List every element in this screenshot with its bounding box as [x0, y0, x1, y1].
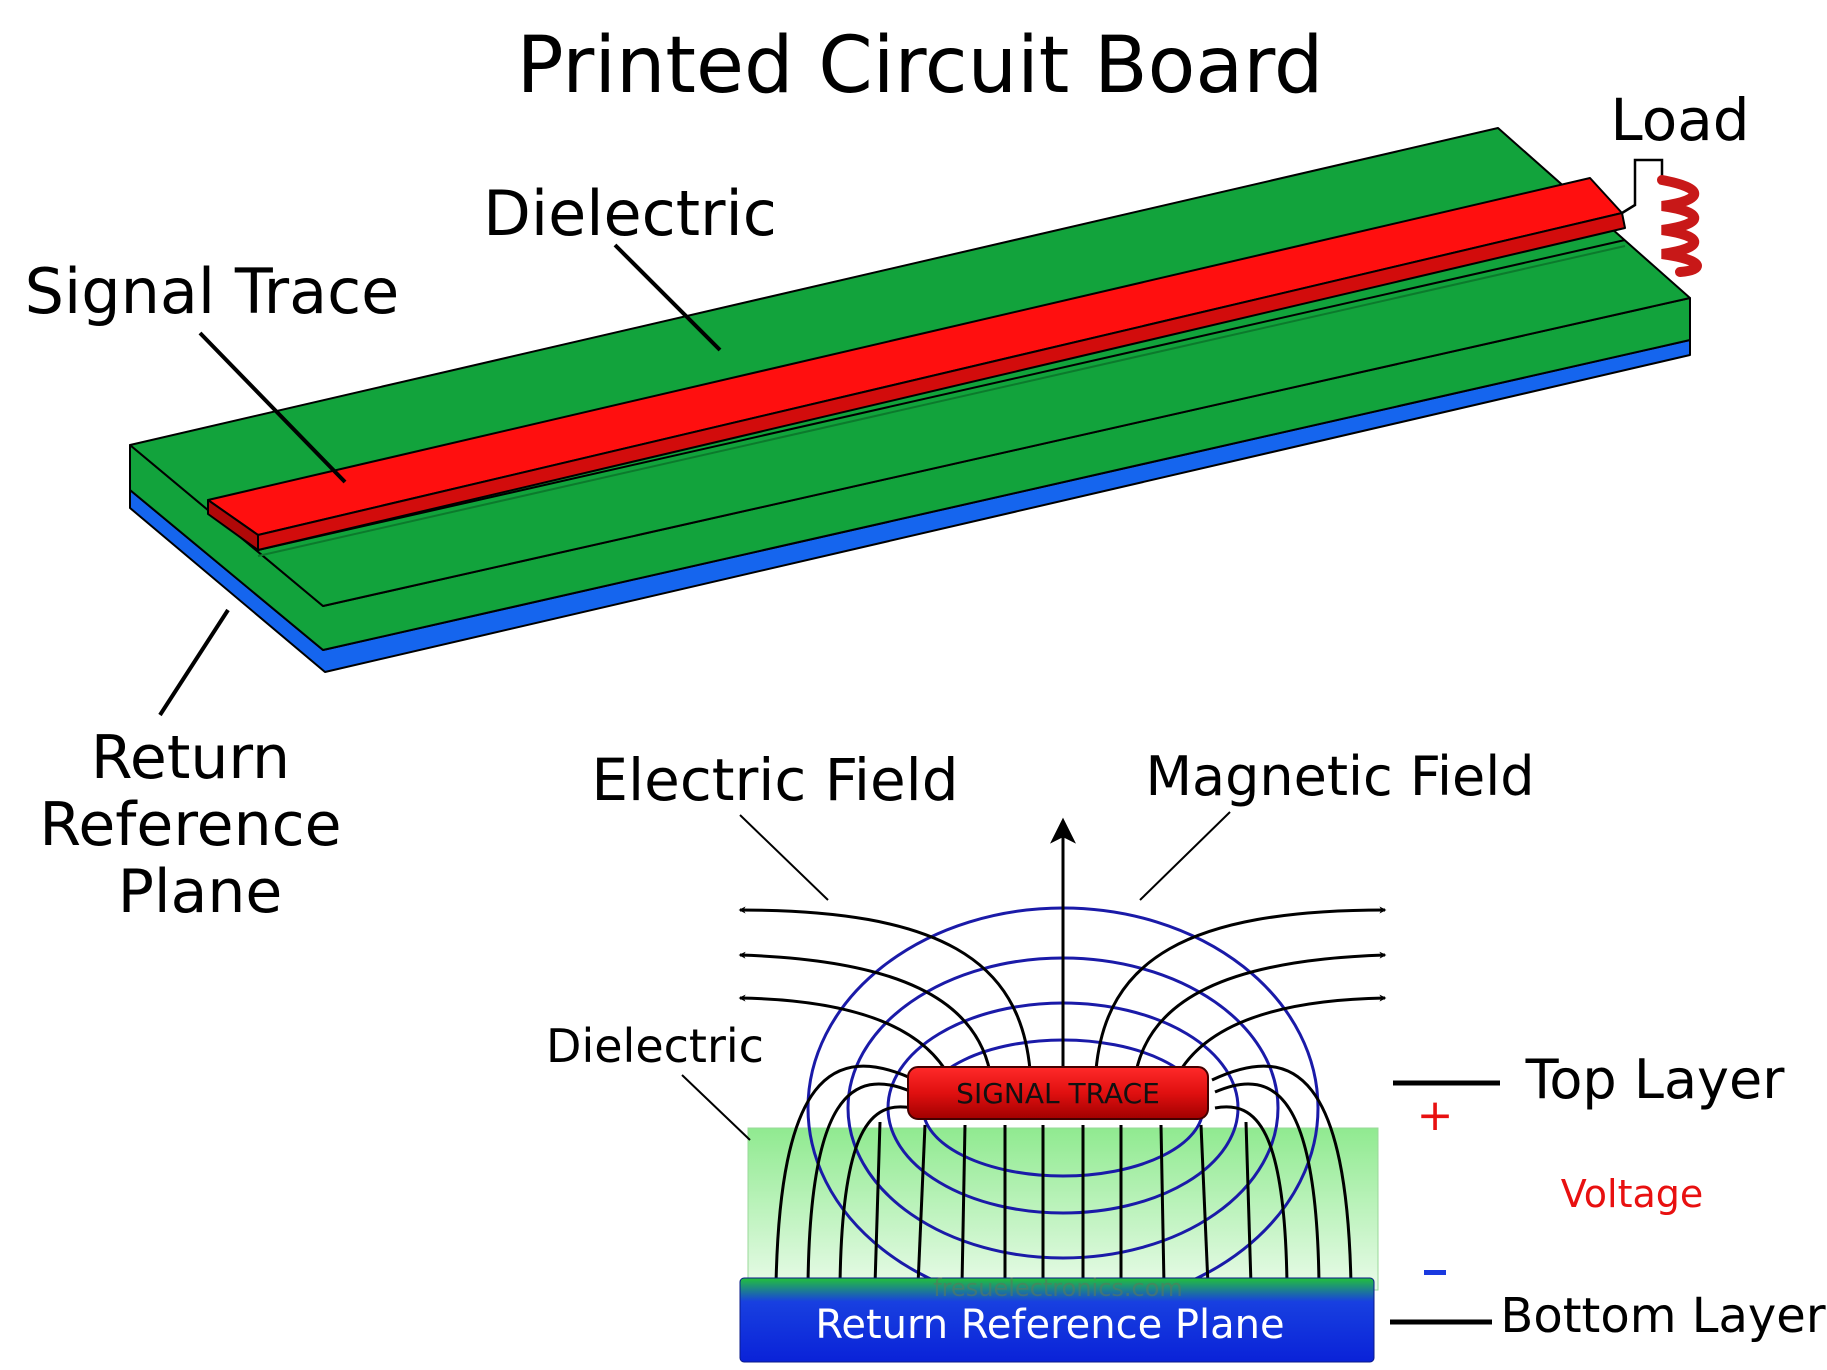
top-layer-label: Top Layer: [1525, 1048, 1786, 1111]
signal-trace-label: Signal Trace: [25, 255, 400, 328]
dielectric-label-bottom: Dielectric: [546, 1019, 764, 1073]
signal-trace-bar: [907, 1066, 1209, 1120]
return-plane-label: Return Reference Plane: [39, 723, 360, 927]
field-cross-section: SIGNAL TRACE fresuelectronics.com Return…: [738, 817, 1387, 1363]
signal-trace-pointer: [198, 331, 347, 484]
voltage-minus: [1424, 1270, 1446, 1275]
electric-field-lines: [738, 817, 1387, 1287]
voltage-plus: +: [1417, 1090, 1454, 1141]
electric-field-label: Electric Field: [591, 746, 958, 814]
load-resistor-icon: [1621, 158, 1702, 277]
bottom-layer-label: Bottom Layer: [1500, 1288, 1825, 1344]
load-label: Load: [1610, 86, 1749, 154]
dielectric-bottom-pointer: [681, 1074, 751, 1141]
return-plane-bar: [739, 1277, 1375, 1363]
magnetic-field-pointer: [1139, 811, 1231, 901]
dielectric-pointer: [613, 243, 722, 352]
return-plane-bar-label: Return Reference Plane: [815, 1302, 1284, 1348]
page-title: Printed Circuit Board: [517, 21, 1324, 111]
signal-trace-bar-label: SIGNAL TRACE: [956, 1077, 1160, 1110]
electric-field-pointer: [739, 814, 829, 901]
return-plane-pointer: [158, 608, 230, 717]
voltage-label: Voltage: [1561, 1172, 1704, 1216]
watermark-text: fresuelectronics.com: [933, 1274, 1183, 1302]
magnetic-field-label: Magnetic Field: [1145, 745, 1534, 808]
dielectric-label-top: Dielectric: [483, 177, 777, 250]
pcb-3d-board: [129, 127, 1691, 673]
